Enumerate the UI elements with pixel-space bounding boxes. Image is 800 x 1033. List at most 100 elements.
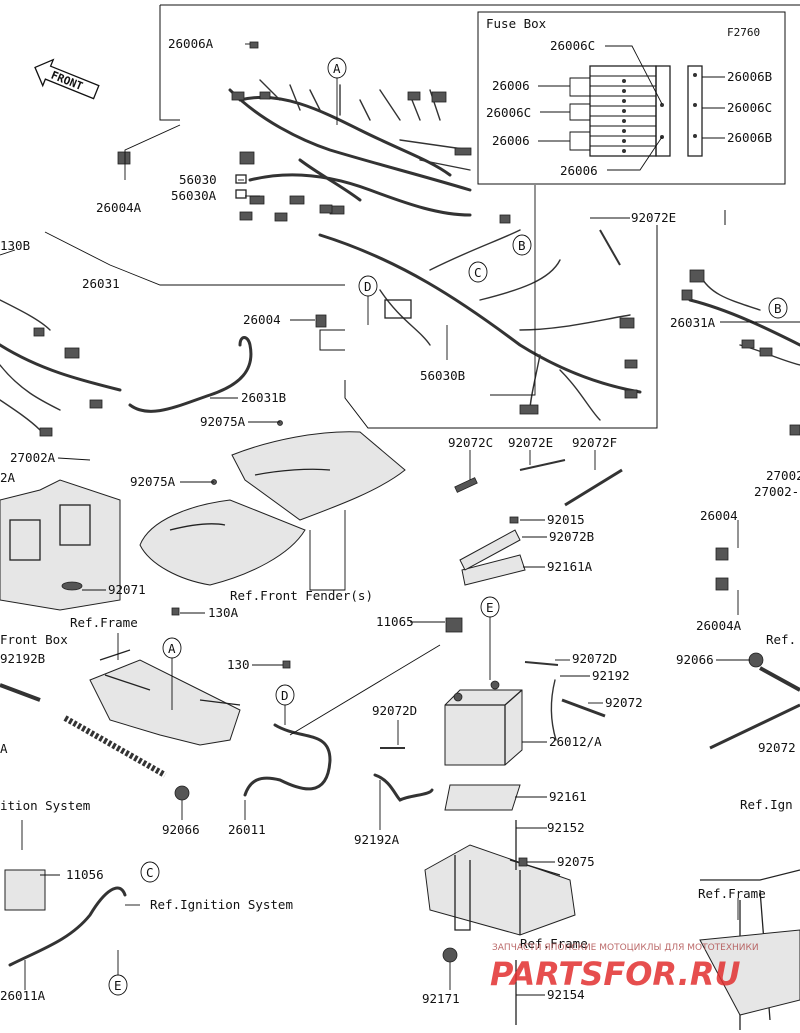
label-26004: 26004 xyxy=(243,312,281,327)
label-ignition-left: ition System xyxy=(0,798,90,813)
label-130: 130 xyxy=(227,657,250,672)
label-92072B: 92072B xyxy=(549,529,594,544)
label-92192: 92192 xyxy=(592,668,630,683)
label-26004A-top: 26004A xyxy=(96,200,142,215)
battery-cable-92192A xyxy=(373,773,434,802)
callout-letters: A B C D B E A D C E xyxy=(108,57,788,996)
harness-26031A xyxy=(681,269,800,436)
callout-C-top: C xyxy=(468,261,488,283)
fuse-box-title: Fuse Box xyxy=(486,16,547,31)
clamp-92171 xyxy=(442,947,458,963)
svg-text:D: D xyxy=(281,688,289,703)
battery-strip-92161A xyxy=(461,554,526,586)
label-ref-frame-2: Ref.Frame xyxy=(520,936,588,951)
label-26011A: 26011A xyxy=(0,988,46,1003)
callout-D-top: D xyxy=(358,275,378,297)
cable-ties xyxy=(0,229,800,778)
callout-C-ignition: C xyxy=(140,861,160,883)
label-56030A: 56030A xyxy=(171,188,217,203)
svg-text:C: C xyxy=(146,865,154,880)
label-92075A-1: 92075A xyxy=(200,414,246,429)
svg-text:E: E xyxy=(114,978,122,993)
part-labels: 26006A 26004A 56030 56030A 26031 130B 92… xyxy=(0,36,800,1006)
main-frame-lines xyxy=(159,4,800,429)
battery-tray xyxy=(424,844,576,936)
label-56030: 56030 xyxy=(179,172,217,187)
bracket-92072B xyxy=(459,529,521,571)
ignition-bracket xyxy=(4,869,46,911)
leader-lines xyxy=(0,43,800,996)
label-26012A: 26012/A xyxy=(549,734,602,749)
label-11065: 11065 xyxy=(376,614,414,629)
callout-B-right: B xyxy=(768,297,788,319)
main-wiring-harness xyxy=(228,79,472,222)
label-ref-frame-1: Ref.Frame xyxy=(70,615,138,630)
label-92192B: 92192B xyxy=(0,651,45,666)
svg-text:E: E xyxy=(486,600,494,615)
front-arrow-icon: FRONT xyxy=(34,58,100,100)
label-ref-ignition: Ref.Ignition System xyxy=(150,897,293,912)
bolt-92075 xyxy=(518,857,528,867)
label-26011: 26011 xyxy=(228,822,266,837)
long-harness xyxy=(318,214,642,421)
connector-26004A-top xyxy=(117,151,131,165)
label-92072: 92072 xyxy=(605,695,643,710)
fuse-label-26006-2: 26006 xyxy=(492,133,530,148)
bolt-130A xyxy=(171,607,180,616)
label-92075: 92075 xyxy=(557,854,595,869)
right-side-frame xyxy=(699,869,800,1030)
fuse-label-26006-3: 26006 xyxy=(560,163,598,178)
front-fender xyxy=(139,431,406,586)
label-92072-right: 92072 xyxy=(758,740,796,755)
label-27002-right: 27002 xyxy=(766,468,800,483)
cap-92066 xyxy=(174,785,190,801)
label-92154: 92154 xyxy=(547,987,585,1002)
connector-26004-right xyxy=(715,547,729,561)
fuse-label-26006C-top: 26006C xyxy=(550,38,595,53)
label-130B: 130B xyxy=(0,238,30,253)
label-92075A-2: 92075A xyxy=(130,474,176,489)
watermark: ЗАПЧАСТИ ЯПОНСКИЕ МОТОЦИКЛЫ ДЛЯ МОТОТЕХН… xyxy=(490,943,759,993)
connector-26006A xyxy=(249,41,259,49)
battery-mat xyxy=(444,784,521,811)
fuse-label-26006B-top: 26006B xyxy=(727,69,772,84)
label-92171: 92171 xyxy=(422,991,460,1006)
fuse-label-26006C-mid: 26006C xyxy=(486,105,531,120)
connector-26004 xyxy=(315,314,327,328)
svg-text:A: A xyxy=(168,641,176,656)
label-2A: 2A xyxy=(0,470,16,485)
label-26006A: 26006A xyxy=(168,36,214,51)
fuse-label-26006-1: 26006 xyxy=(492,78,530,93)
cable-26011A xyxy=(8,886,127,967)
label-ref-frame-3: Ref.Frame xyxy=(698,886,766,901)
label-27002A: 27002A xyxy=(10,450,56,465)
battery-cable-26011 xyxy=(243,723,332,797)
svg-text:A: A xyxy=(333,61,341,76)
label-27002-right-2: 27002- xyxy=(754,484,799,499)
label-92066: 92066 xyxy=(162,822,200,837)
watermark-brand: PARTSFOR.RU xyxy=(490,955,740,993)
figure-code: F2760 xyxy=(727,26,760,39)
label-92072D-2: 92072D xyxy=(372,703,417,718)
frame-bracket xyxy=(89,649,241,746)
connector-26004A-right xyxy=(715,577,729,591)
label-92072E: 92072E xyxy=(508,435,553,450)
harness-26031 xyxy=(0,299,122,437)
label-92071: 92071 xyxy=(108,582,146,597)
label-ref-front-fender: Ref.Front Fender(s) xyxy=(230,588,373,603)
label-11056: 11056 xyxy=(66,867,104,882)
label-ref-ign-right: Ref.Ign xyxy=(740,797,793,812)
bolt-130 xyxy=(282,660,291,669)
callout-B-top: B xyxy=(512,234,532,256)
label-26004A-right: 26004A xyxy=(696,618,742,633)
bolt-92075A-1 xyxy=(277,420,283,426)
relay-11065 xyxy=(445,617,463,633)
cap-92066-right xyxy=(748,652,764,668)
svg-text:D: D xyxy=(364,279,372,294)
label-26031A: 26031A xyxy=(670,315,716,330)
harness-26031B xyxy=(128,336,253,413)
fuse-box-inset: Fuse Box 26006C 26006 26006C 26006 xyxy=(477,11,786,185)
callout-E-battery: E xyxy=(480,596,500,618)
label-A-left: A xyxy=(0,741,8,756)
